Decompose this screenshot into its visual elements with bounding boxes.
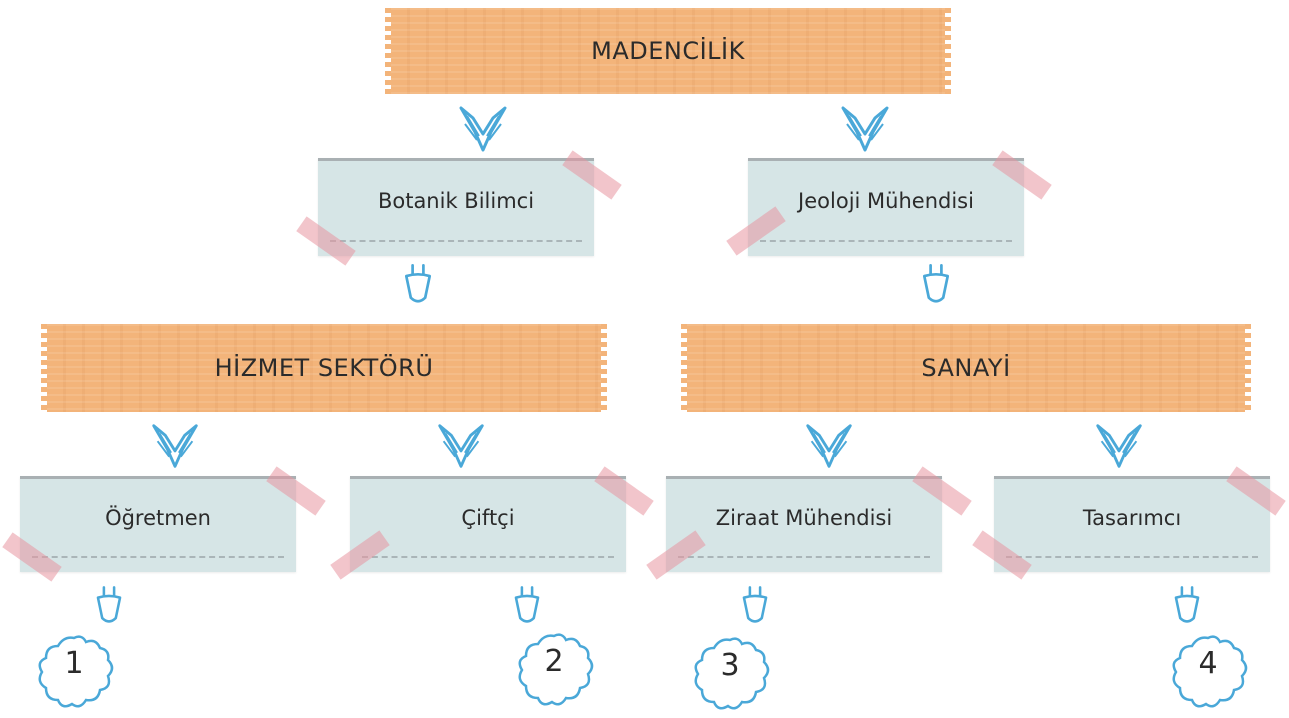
card-label: Çiftçi — [461, 505, 515, 530]
plug-connector-icon — [1170, 584, 1204, 630]
card-ziraat-muhendisi: Ziraat Mühendisi — [666, 476, 942, 572]
badge-number: 2 — [544, 644, 564, 679]
leaf-arrow-icon — [1090, 418, 1148, 476]
card-label: Ziraat Mühendisi — [715, 505, 893, 530]
plug-connector-icon — [918, 262, 954, 310]
card-ciftci: Çiftçi — [350, 476, 626, 572]
number-badge-1: 1 — [34, 632, 114, 712]
card-ogretmen: Öğretmen — [20, 476, 296, 572]
leaf-arrow-icon — [835, 100, 895, 160]
card-dash-line — [330, 240, 582, 242]
banner-label: SANAYİ — [921, 354, 1011, 382]
leaf-arrow-icon — [800, 418, 858, 476]
leaf-arrow-icon — [453, 100, 513, 160]
plug-connector-icon — [738, 584, 772, 630]
banner-sanayi: SANAYİ — [681, 324, 1251, 412]
card-label: Tasarımcı — [1082, 505, 1182, 530]
plug-connector-icon — [400, 262, 436, 310]
card-label: Öğretmen — [105, 505, 211, 530]
plug-connector-icon — [92, 584, 126, 630]
card-dash-line — [32, 556, 284, 558]
banner-hizmet-sektoru: HİZMET SEKTÖRÜ — [41, 324, 607, 412]
banner-label: HİZMET SEKTÖRÜ — [214, 354, 434, 382]
card-label: Botanik Bilimci — [377, 188, 535, 213]
card-jeoloji-muhendisi: Jeoloji Mühendisi — [748, 158, 1024, 256]
card-dash-line — [678, 556, 930, 558]
banner-madencilik: MADENCİLİK — [385, 8, 951, 94]
plug-connector-icon — [510, 584, 544, 630]
banner-label: MADENCİLİK — [591, 37, 745, 65]
card-botanik-bilimci: Botanik Bilimci — [318, 158, 594, 256]
card-dash-line — [760, 240, 1012, 242]
badge-number: 4 — [1198, 646, 1218, 681]
number-badge-2: 2 — [514, 630, 594, 710]
card-dash-line — [362, 556, 614, 558]
card-dash-line — [1006, 556, 1258, 558]
badge-number: 3 — [720, 648, 740, 683]
badge-number: 1 — [64, 646, 84, 681]
leaf-arrow-icon — [146, 418, 204, 476]
leaf-arrow-icon — [432, 418, 490, 476]
number-badge-4: 4 — [1168, 632, 1248, 712]
number-badge-3: 3 — [690, 634, 770, 714]
card-tasarimci: Tasarımcı — [994, 476, 1270, 572]
card-label: Jeoloji Mühendisi — [798, 188, 974, 213]
